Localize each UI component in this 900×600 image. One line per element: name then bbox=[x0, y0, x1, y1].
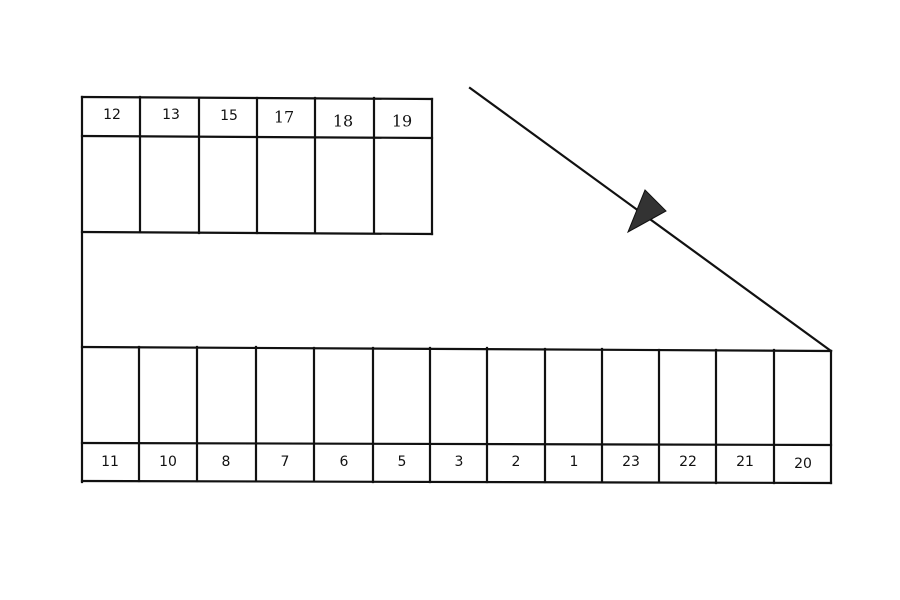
slot-label: 13 bbox=[162, 107, 180, 123]
arrow-head-icon bbox=[627, 189, 667, 234]
slot-label: 2 bbox=[512, 454, 521, 470]
slot-label: 22 bbox=[679, 454, 697, 470]
slot-label: 12 bbox=[103, 107, 121, 123]
bottom-row-top-edge bbox=[80, 345, 833, 353]
slot-label: 7 bbox=[281, 454, 290, 470]
slot-label: 23 bbox=[622, 454, 640, 470]
bottom-row-slots: 11 10 8 7 6 5 3 2 1 23 22 21 20 bbox=[80, 345, 833, 485]
slot-label: 11 bbox=[101, 454, 119, 470]
slot-label: 20 bbox=[794, 456, 812, 472]
bottom-row-label-divider bbox=[80, 441, 833, 447]
slot-label: 5 bbox=[398, 454, 407, 470]
slot-label: 10 bbox=[159, 454, 177, 470]
slot-label: 1 bbox=[570, 454, 579, 470]
slot-label: 21 bbox=[736, 454, 754, 470]
slot-label: 3 bbox=[455, 454, 464, 470]
slot-label: 8 bbox=[222, 454, 231, 470]
slot-label: 17 bbox=[274, 108, 294, 127]
slot-label: 18 bbox=[333, 112, 353, 131]
slot-label: 19 bbox=[392, 112, 412, 131]
slot-label: 6 bbox=[340, 454, 349, 470]
slot-label: 15 bbox=[220, 108, 238, 124]
top-row-slots: 12 13 15 17 18 19 bbox=[80, 95, 434, 236]
bottom-row-bottom-edge bbox=[80, 479, 833, 485]
